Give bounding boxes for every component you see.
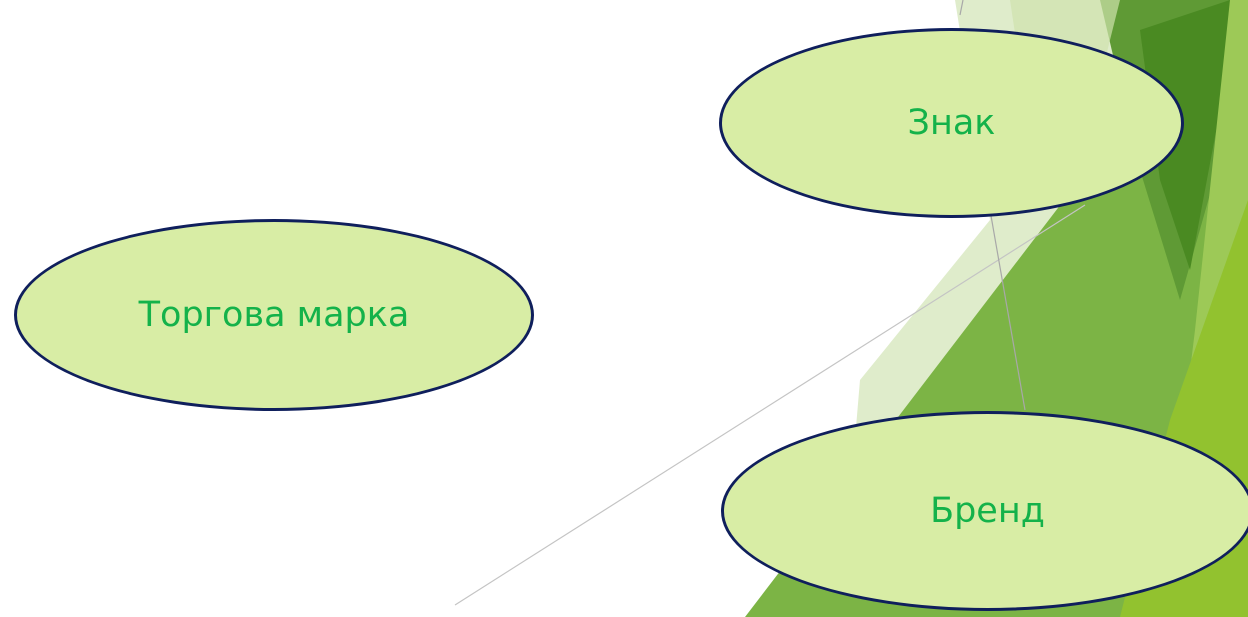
bg-shape-darker-green xyxy=(1140,0,1230,270)
node-brend: Бренд xyxy=(721,411,1248,611)
node-label: Торгова марка xyxy=(138,295,410,335)
node-torgova-marka: Торгова марка xyxy=(14,219,534,411)
connector-line-1 xyxy=(454,204,1086,606)
node-label: Бренд xyxy=(930,491,1045,531)
connector-line-3 xyxy=(959,0,964,16)
node-label: Знак xyxy=(907,103,996,143)
connector-line-2 xyxy=(989,209,1026,411)
node-znak: Знак xyxy=(719,28,1184,218)
